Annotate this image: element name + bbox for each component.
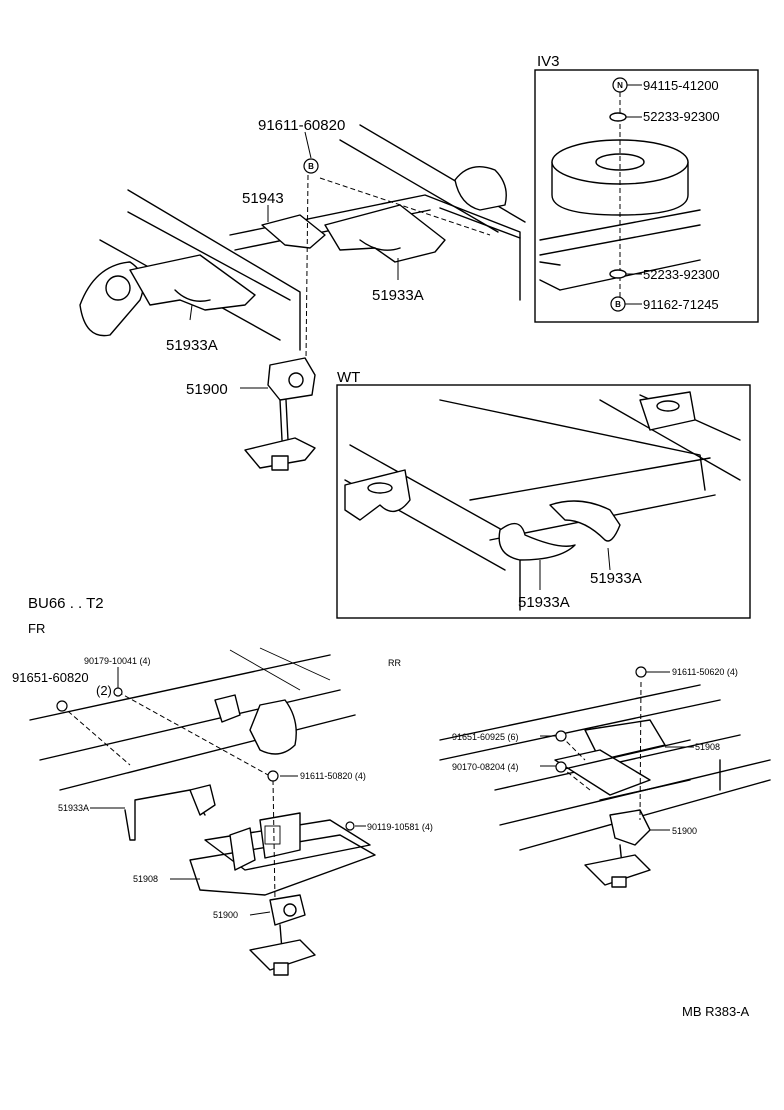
svg-text:N: N bbox=[617, 81, 623, 90]
frame-rr bbox=[439, 681, 771, 888]
leader-51933A-left bbox=[189, 304, 193, 321]
bolt-symbol-b-iv3: B bbox=[610, 296, 626, 312]
label-91162-71245: 91162-71245 bbox=[643, 297, 719, 312]
leader-91611-60820-top bbox=[304, 131, 312, 159]
bolt-symbol-b-fr-a bbox=[56, 700, 68, 712]
inset-iv3-box bbox=[534, 69, 759, 323]
label-91651-60925: 91651-60925 (6) bbox=[452, 732, 519, 742]
nut-symbol-n: N bbox=[612, 77, 628, 93]
label-51900-fr: 51900 bbox=[213, 910, 238, 920]
label-51933A-mid: 51933A bbox=[372, 287, 424, 304]
label-91651-60820-qty: (2) bbox=[96, 683, 112, 698]
label-91651-60820: 91651-60820 bbox=[12, 670, 89, 685]
label-91611-50620-rr: 91611-50620 (4) bbox=[672, 667, 738, 677]
nut-icon-fr bbox=[113, 687, 123, 697]
bolt-symbol-b-top: B bbox=[303, 158, 319, 174]
frame-wt bbox=[344, 391, 741, 611]
inset-wt-box bbox=[336, 384, 751, 619]
label-51933A-fr: 51933A bbox=[58, 803, 89, 813]
section-iv3: IV3 bbox=[537, 53, 560, 70]
label-91611-60820-top: 91611-60820 bbox=[258, 117, 345, 134]
label-52233-92300-b: 52233-92300 bbox=[643, 267, 720, 282]
label-90119-10581: 90119-10581 (4) bbox=[367, 822, 433, 832]
label-94115-41200: 94115-41200 bbox=[643, 78, 719, 93]
label-51943: 51943 bbox=[242, 190, 284, 207]
diagram-code: MB R383-A bbox=[682, 1004, 750, 1019]
label-90179-10041: 90179-10041 (4) bbox=[84, 656, 151, 666]
label-90170-08204: 90170-08204 (4) bbox=[452, 762, 519, 772]
label-51933A-wt-a: 51933A bbox=[518, 594, 570, 611]
label-51933A-wt-b: 51933A bbox=[590, 570, 642, 587]
label-51933A-left: 51933A bbox=[166, 337, 218, 354]
label-52233-92300-a: 52233-92300 bbox=[643, 109, 720, 124]
svg-text:B: B bbox=[308, 162, 314, 171]
section-fr: FR bbox=[28, 621, 45, 636]
top-frame-assembly: B bbox=[79, 124, 526, 471]
label-51900-top: 51900 bbox=[186, 381, 228, 398]
label-51908-rr: 51908 bbox=[695, 742, 720, 752]
bolt-symbol-b-rr-a bbox=[635, 666, 647, 678]
frame-fr bbox=[29, 647, 376, 976]
section-bu66: BU66 . . T2 bbox=[28, 595, 104, 612]
spare-tire-carrier-51900-top bbox=[244, 357, 316, 471]
label-91611-50820-fr: 91611-50820 (4) bbox=[300, 771, 366, 781]
bolt-symbol-b-fr-b bbox=[267, 770, 279, 782]
section-rr: RR bbox=[388, 658, 401, 668]
bolt-symbol-b-rr-b bbox=[555, 730, 567, 742]
section-wt: WT bbox=[337, 369, 360, 386]
nut-symbol-n-rr bbox=[555, 761, 567, 773]
svg-text:B: B bbox=[615, 300, 621, 309]
label-51908-fr: 51908 bbox=[133, 874, 158, 884]
bolt-icon-fr bbox=[345, 821, 355, 831]
label-51900-rr: 51900 bbox=[672, 826, 697, 836]
spare-tire-iv3: N B bbox=[539, 77, 701, 312]
